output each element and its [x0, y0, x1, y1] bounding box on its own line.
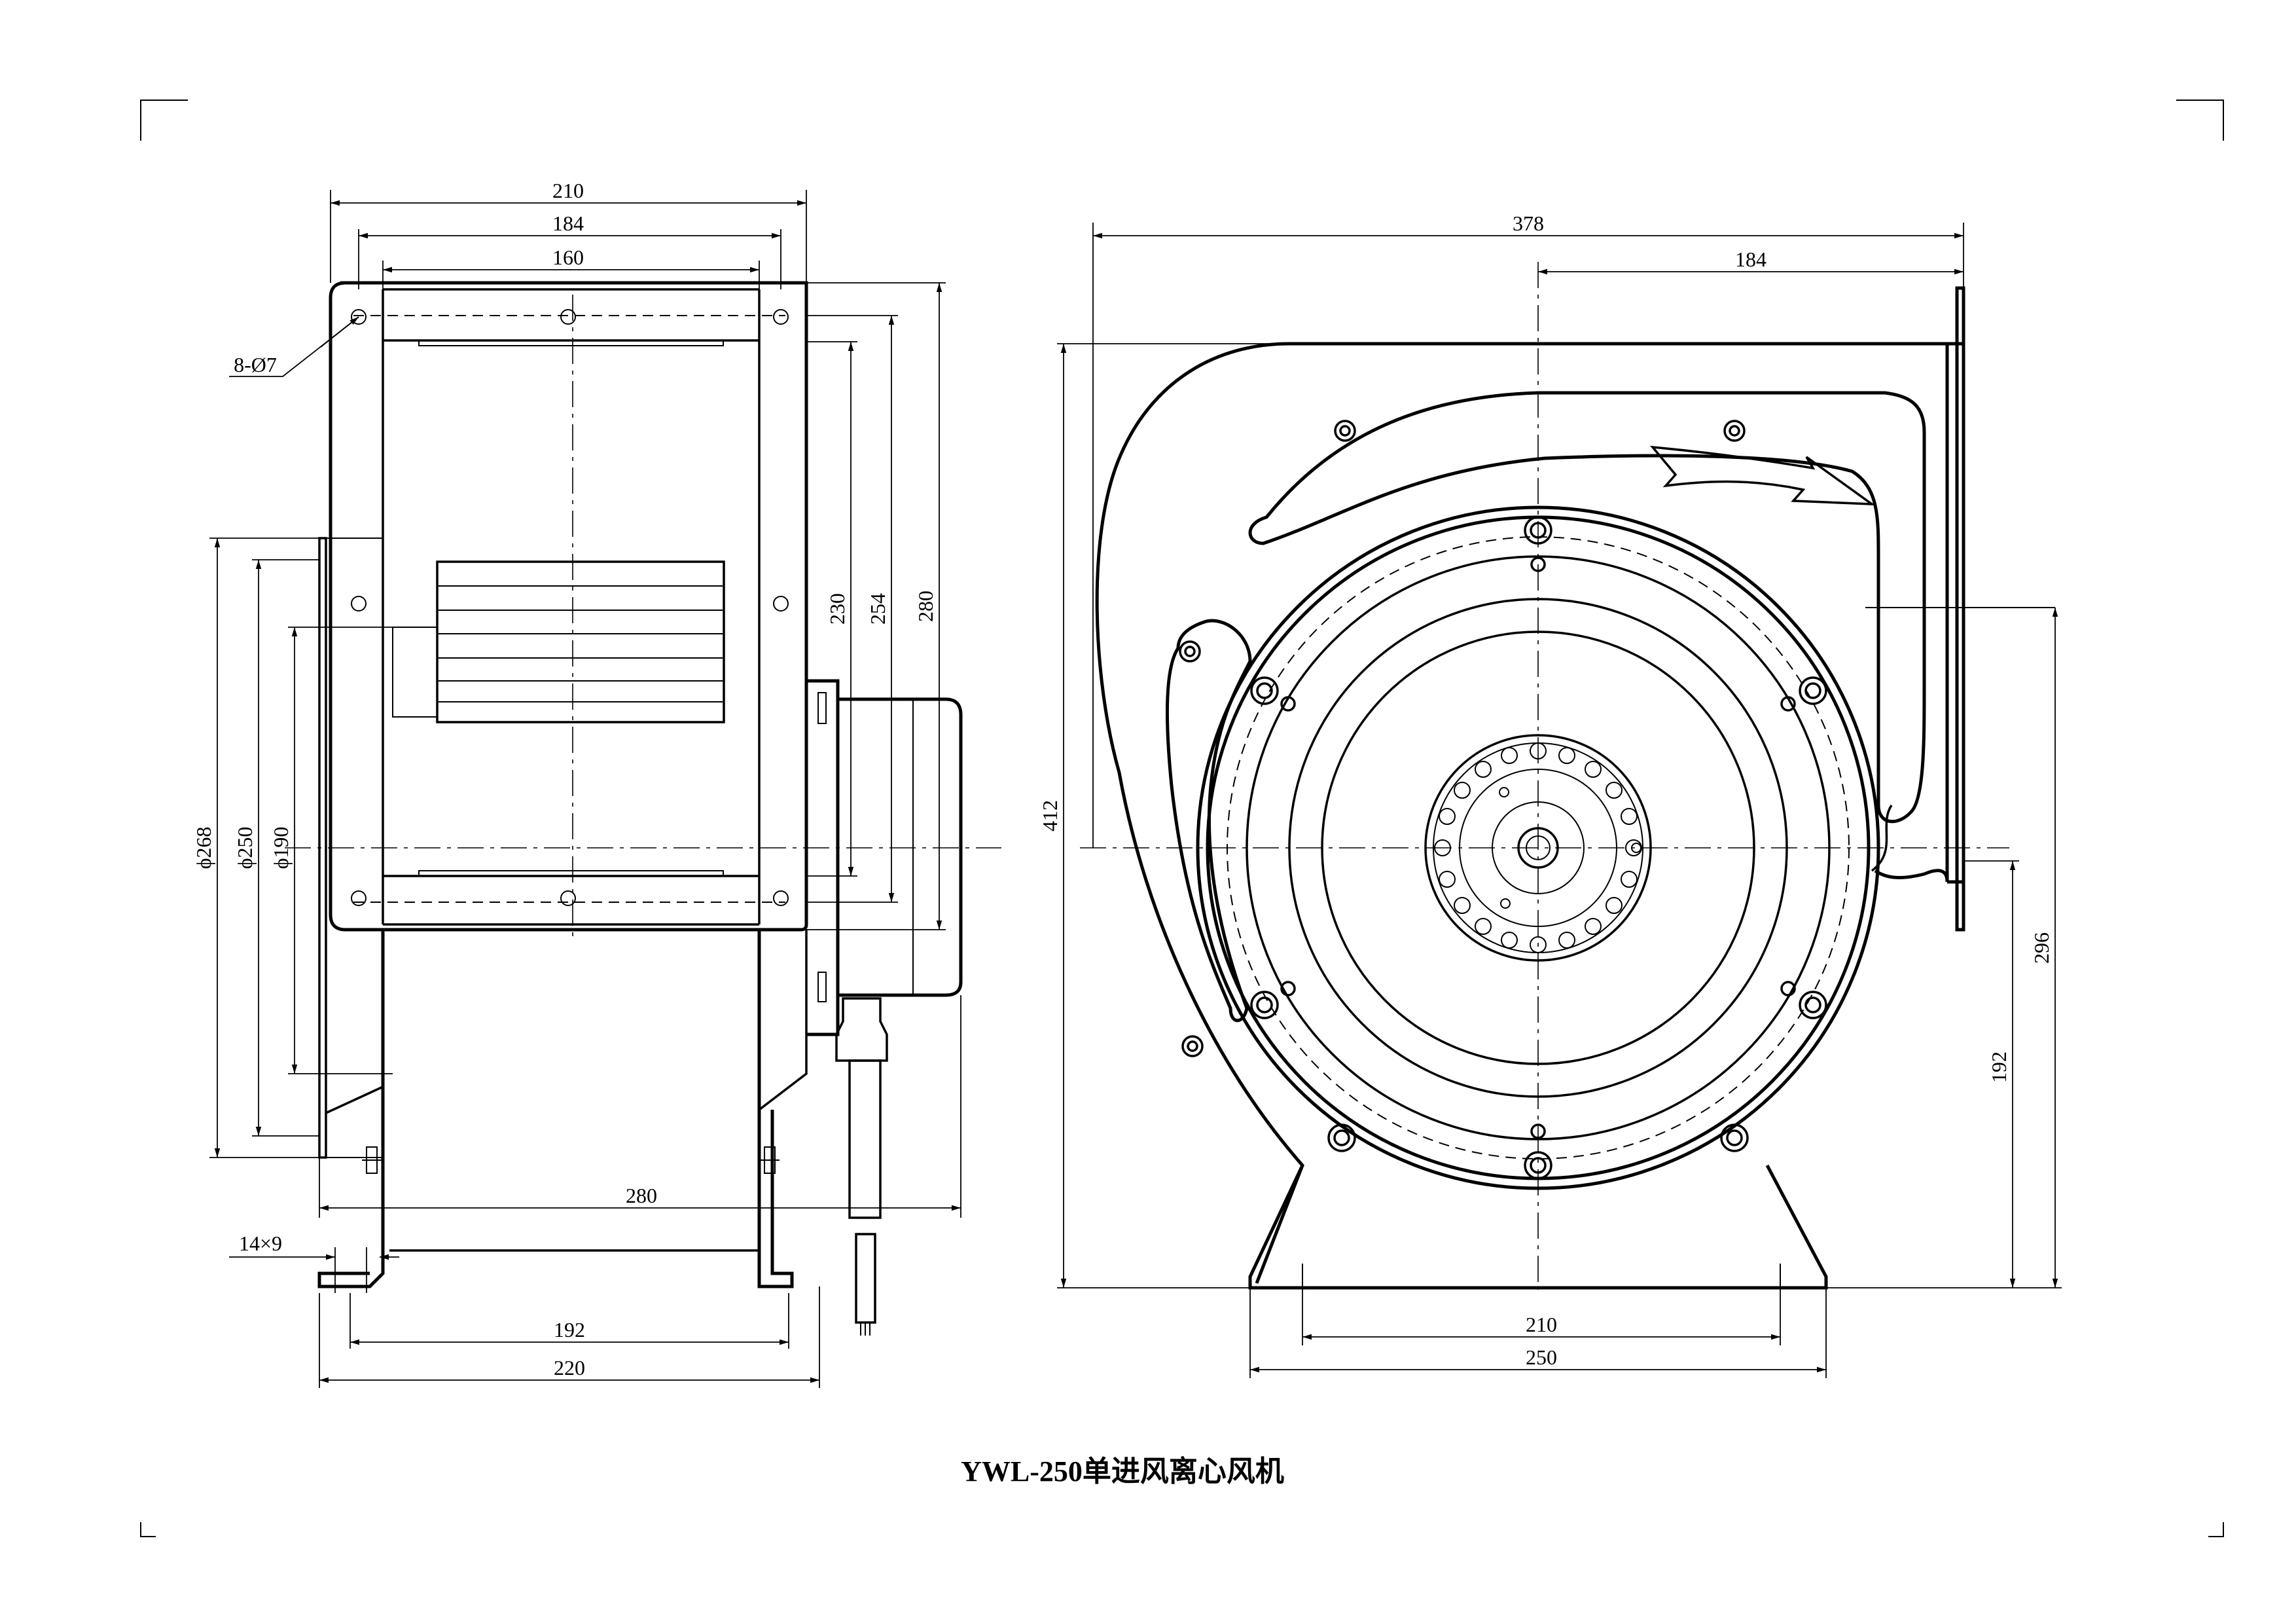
- drawing-title: YWL-250单进风离心风机: [961, 1455, 1284, 1487]
- left-slot: [1165, 619, 1252, 1023]
- dim-220-base: 220: [554, 1356, 585, 1379]
- dim-230: 230: [825, 593, 849, 625]
- dim-base-210: 210: [1526, 1313, 1557, 1336]
- airflow-arrow: [1649, 445, 1876, 505]
- impeller-side: [392, 560, 725, 723]
- dim-184: 184: [552, 211, 584, 235]
- dim-160: 160: [552, 246, 584, 269]
- side-bolt-holes: [351, 309, 789, 906]
- dim-d190: ϕ190: [269, 827, 293, 869]
- side-dimensions: 210 184 160 8-Ø7 230 254 280 ϕ268: [192, 179, 961, 1388]
- side-view: 210 184 160 8-Ø7 230 254 280 ϕ268: [192, 179, 1001, 1388]
- dim-192-base: 192: [554, 1318, 585, 1341]
- dim-d268: ϕ268: [192, 827, 215, 869]
- dim-378: 378: [1513, 211, 1544, 235]
- dim-outlet-184: 184: [1735, 247, 1767, 271]
- motor-side: [806, 679, 963, 1336]
- scroll-housing: [1095, 342, 1947, 1284]
- dim-14x9: 14×9: [239, 1231, 282, 1255]
- upper-slot: [1248, 391, 1926, 824]
- dim-412: 412: [1038, 800, 1062, 831]
- dim-base-250: 250: [1526, 1345, 1557, 1369]
- base-bolts: [362, 1146, 780, 1174]
- dim-280-h: 280: [914, 591, 937, 622]
- base-stand: [1248, 1164, 1828, 1290]
- front-view: 378 184 412 296 192 210 250: [1038, 211, 2062, 1378]
- dim-8-holes: 8-Ø7: [234, 353, 277, 376]
- dim-296: 296: [2030, 932, 2053, 964]
- corner-marks: [140, 100, 2224, 1537]
- dim-210: 210: [552, 179, 584, 202]
- front-dimensions: 378 184 412 296 192 210 250: [1038, 211, 2062, 1378]
- dim-192-height: 192: [1987, 1051, 2011, 1083]
- dim-280-depth: 280: [626, 1184, 657, 1207]
- dim-d250: ϕ250: [233, 827, 257, 869]
- housing-bolts: [1179, 420, 1746, 1057]
- dim-254: 254: [866, 593, 889, 625]
